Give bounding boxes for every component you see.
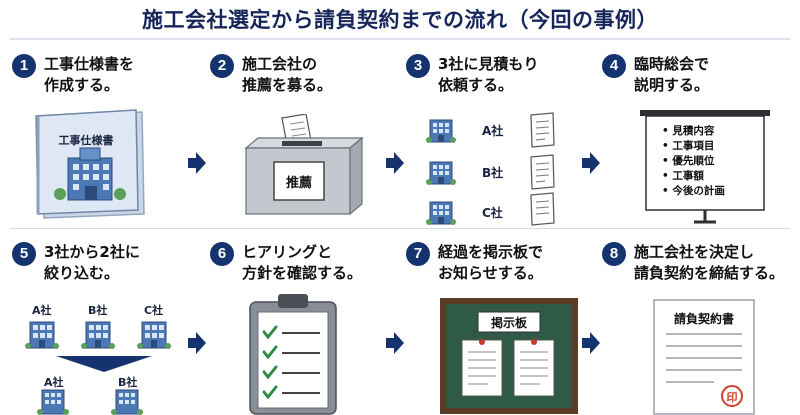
narrow-down-arrow-icon	[56, 356, 152, 372]
flow-row-2: 5 3社から2社に 絞り込む。 A社 B社 C社	[10, 232, 790, 415]
row-divider	[10, 228, 790, 229]
clipboard-checklist-icon	[249, 294, 337, 415]
step-text: 経過を掲示板で お知らせする。	[438, 243, 544, 282]
company-label: B社	[88, 304, 108, 317]
board-item: • 工事額	[662, 170, 704, 182]
board-item: • 今後の計画	[662, 185, 725, 197]
bulletin-board-label: 掲示板	[490, 316, 527, 330]
step-number: 5	[12, 242, 36, 266]
bulletin-board-icon	[440, 298, 578, 414]
step-4: 4 臨時総会で 説明する。 • 見積内容 • 工事項目 • 優先順位 • 工事額…	[600, 44, 788, 224]
company-label: C社	[482, 206, 503, 220]
step-6: 6 ヒアリングと 方針を確認する。	[208, 232, 396, 415]
company-label: A社	[32, 304, 52, 317]
step-7: 7 経過を掲示板で お知らせする。 掲示板	[404, 232, 592, 414]
step-number: 8	[602, 242, 626, 266]
board-item: • 工事項目	[662, 140, 715, 152]
step-text: 施工会社の 推薦を募る。	[242, 55, 333, 94]
step-text: 施工会社を決定し 請負契約を締結する。	[634, 243, 785, 282]
step-8: 8 施工会社を決定し 請負契約を締結する。 請負契約書 印	[600, 232, 788, 415]
company-b-building-icon	[426, 161, 456, 185]
spec-book-icon	[35, 109, 145, 219]
step-number: 2	[210, 54, 234, 78]
flow-arrow-icon	[386, 152, 404, 174]
flow-arrow-icon	[386, 332, 404, 354]
document-icon	[530, 192, 555, 226]
step-number: 6	[210, 242, 234, 266]
flow-row-1: 1 工事仕様書を 作成する。	[10, 44, 790, 229]
title-divider	[10, 38, 790, 40]
step-1: 1 工事仕様書を 作成する。	[10, 44, 198, 224]
board-item: • 優先順位	[662, 155, 715, 167]
document-icon	[530, 154, 555, 190]
contract-document-title: 請負契約書	[673, 312, 734, 326]
flow-arrow-icon	[582, 332, 600, 354]
step-number: 4	[602, 54, 626, 78]
company-label: B社	[482, 166, 504, 180]
building-icon	[54, 147, 126, 201]
three-buildings-icon	[25, 321, 171, 349]
page-title: 施工会社選定から請負契約までの流れ（今回の事例）	[142, 8, 658, 32]
company-label: C社	[144, 304, 164, 317]
ballot-box-icon	[244, 114, 364, 216]
flow-arrow-icon	[188, 152, 206, 174]
flow-grid: 1 工事仕様書を 作成する。	[10, 44, 790, 415]
board-item: • 見積内容	[662, 125, 715, 137]
step-text: ヒアリングと 方針を確認する。	[242, 243, 363, 282]
step-number: 7	[406, 242, 430, 266]
step-text: 3社から2社に 絞り込む。	[44, 243, 140, 282]
two-buildings-icon	[37, 389, 143, 415]
company-label: A社	[44, 376, 64, 389]
ballot-box-label: 推薦	[285, 176, 312, 191]
flow-arrow-icon	[188, 332, 206, 354]
company-label: B社	[118, 376, 138, 389]
step-text: 臨時総会で 説明する。	[634, 55, 710, 94]
step-text: 3社に見積もり 依頼する。	[438, 55, 539, 94]
contract-document-icon	[653, 299, 755, 415]
presentation-board-icon	[640, 110, 770, 224]
step-number: 1	[12, 54, 36, 78]
seal-stamp-label: 印	[726, 391, 738, 404]
step-3: 3 3社に見積もり 依頼する。 A社 B社	[404, 44, 592, 226]
board-item-list: • 見積内容 • 工事項目 • 優先順位 • 工事額 • 今後の計画	[662, 124, 725, 199]
company-c-building-icon	[426, 201, 456, 225]
step-number: 3	[406, 54, 430, 78]
spec-book-label: 工事仕様書	[58, 134, 114, 147]
company-a-building-icon	[426, 119, 456, 143]
flow-arrow-icon	[582, 152, 600, 174]
step-2: 2 施工会社の 推薦を募る。 推薦	[208, 44, 396, 224]
document-icon	[530, 112, 555, 148]
step-text: 工事仕様書を 作成する。	[44, 55, 135, 94]
step-5: 5 3社から2社に 絞り込む。 A社 B社 C社	[10, 232, 198, 415]
company-label: A社	[482, 124, 504, 138]
